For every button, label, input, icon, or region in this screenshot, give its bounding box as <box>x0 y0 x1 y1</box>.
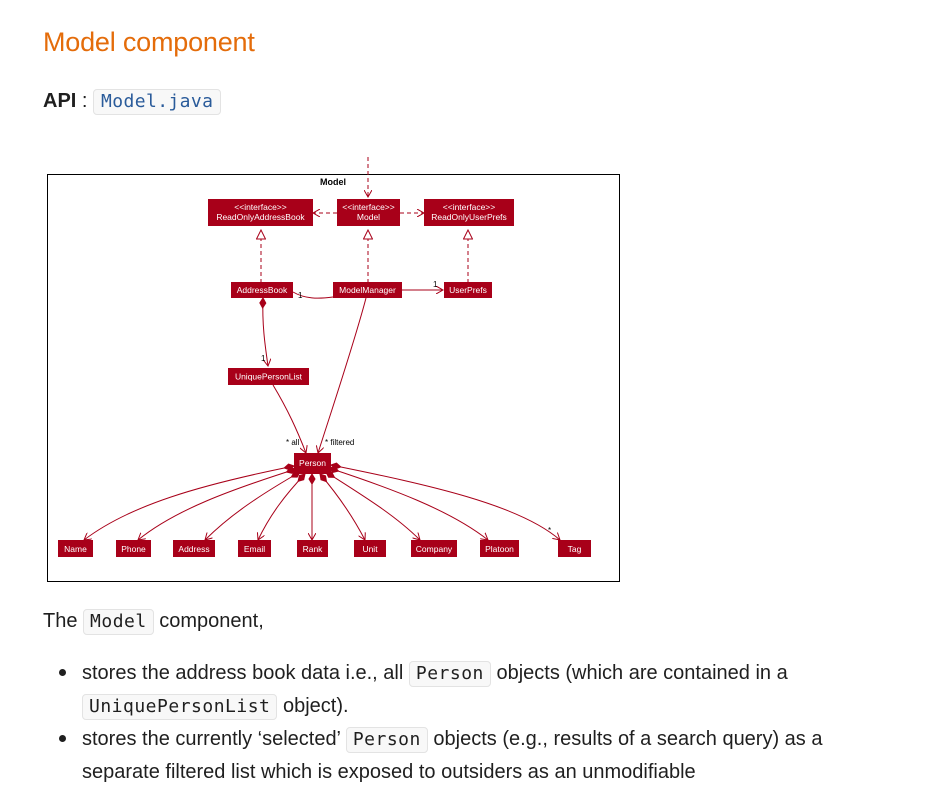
api-label: API <box>43 90 77 112</box>
attr-unit: Unit <box>362 544 378 554</box>
rank-box[interactable]: Rank <box>297 540 328 557</box>
section-heading: Model component <box>43 27 255 57</box>
attr-tag: Tag <box>568 544 582 554</box>
addressbook-name: AddressBook <box>237 285 288 295</box>
attr-company: Company <box>416 544 453 554</box>
attr-email: Email <box>244 544 265 554</box>
tag-box[interactable]: Tag <box>558 540 591 557</box>
list-item: stores the address book data i.e., all P… <box>59 657 902 723</box>
api-separator: : <box>76 90 94 112</box>
name-box[interactable]: Name <box>58 540 93 557</box>
modelmanager-box[interactable]: ModelManager <box>333 282 402 298</box>
readonlyuserprefs-box[interactable]: <<interface>> ReadOnlyUserPrefs <box>424 199 514 226</box>
modelmanager-person-link <box>318 297 367 453</box>
intro-suffix: component, <box>153 610 264 632</box>
person-attribute-links <box>84 465 560 540</box>
code-person: Person <box>345 727 428 753</box>
attr-phone: Phone <box>121 544 146 554</box>
mult-tag: * <box>548 526 551 535</box>
mult-userprefs: 1 <box>433 280 438 289</box>
code-uniquepersonlist: UniquePersonList <box>82 694 278 720</box>
diagram-title: Model <box>320 177 346 187</box>
readonlyuserprefs-stereotype: <<interface>> <box>443 202 495 212</box>
uniquepersonlist-name: UniquePersonList <box>235 372 303 382</box>
model-java-link[interactable]: Model.java <box>93 89 222 115</box>
api-line: API : Model.java <box>43 86 222 117</box>
userprefs-box[interactable]: UserPrefs <box>444 282 492 298</box>
mult-uniquepersonlist: 1 <box>261 354 266 363</box>
model-interface-box[interactable]: <<interface>> Model <box>337 199 400 226</box>
phone-box[interactable]: Phone <box>116 540 151 557</box>
attr-rank: Rank <box>303 544 324 554</box>
mult-all: * all <box>286 438 300 447</box>
diagram-frame <box>47 174 620 582</box>
uniquepersonlist-box[interactable]: UniquePersonList <box>228 368 309 385</box>
model-interface-stereotype: <<interface>> <box>342 202 394 212</box>
list-item: stores the currently ‘selected’ Person o… <box>59 723 902 788</box>
userprefs-name: UserPrefs <box>449 285 487 295</box>
mult-addressbook: 1 <box>298 291 303 300</box>
person-name: Person <box>299 458 326 468</box>
readonlyaddressbook-stereotype: <<interface>> <box>234 202 286 212</box>
model-responsibilities-list: stores the address book data i.e., all P… <box>59 657 902 788</box>
addressbook-uniquepersonlist-link <box>263 298 268 366</box>
addressbook-box[interactable]: AddressBook <box>231 282 293 298</box>
bullet-dot <box>59 669 66 676</box>
modelmanager-addressbook-link <box>292 291 334 299</box>
readonlyaddressbook-box[interactable]: <<interface>> ReadOnlyAddressBook <box>208 199 313 226</box>
company-box[interactable]: Company <box>411 540 457 557</box>
readonlyaddressbook-name: ReadOnlyAddressBook <box>216 212 305 222</box>
intro-code-model: Model <box>83 609 154 635</box>
readonlyuserprefs-name: ReadOnlyUserPrefs <box>431 212 507 222</box>
attr-name: Name <box>64 544 87 554</box>
address-box[interactable]: Address <box>173 540 215 557</box>
intro-prefix: The <box>43 610 84 632</box>
model-component-intro: The Model component, <box>43 606 264 637</box>
email-box[interactable]: Email <box>238 540 271 557</box>
modelmanager-name: ModelManager <box>339 285 396 295</box>
bullet-dot <box>59 735 66 742</box>
code-person: Person <box>408 661 491 687</box>
mult-filtered: * filtered <box>325 438 354 447</box>
platoon-box[interactable]: Platoon <box>480 540 519 557</box>
person-box[interactable]: Person <box>294 453 331 474</box>
attr-address: Address <box>178 544 209 554</box>
attr-platoon: Platoon <box>485 544 514 554</box>
model-interface-name: Model <box>357 212 380 222</box>
uniquepersonlist-person-link <box>272 384 306 453</box>
unit-box[interactable]: Unit <box>354 540 386 557</box>
model-class-diagram: Model 1 1 1 * all * filtered * <<interfa… <box>47 157 620 582</box>
